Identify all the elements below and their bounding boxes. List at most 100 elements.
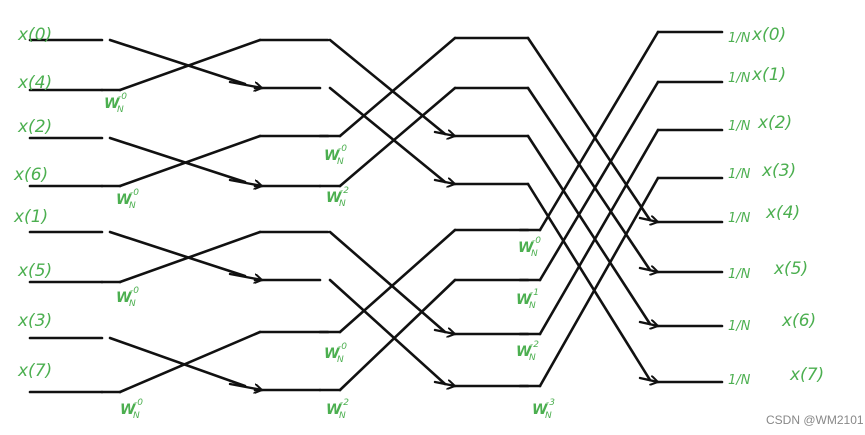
twiddle-factor: W N -3: [532, 398, 555, 421]
output-item: 1/N x(5): [728, 259, 808, 282]
output-item: 1/N x(6): [728, 311, 816, 334]
twiddle-base: W: [516, 344, 532, 360]
twiddle-exp: -0: [118, 92, 127, 102]
butterfly-wire: [538, 30, 660, 232]
twiddle-exp: -0: [338, 342, 347, 352]
twiddle-base: W: [326, 402, 342, 418]
butterfly-arrow: [638, 268, 658, 272]
twiddle-sub: N: [339, 411, 346, 421]
watermark: CSDN @WM2101: [766, 413, 864, 427]
butterfly-wire: [338, 36, 457, 138]
butterfly-arrow: [433, 180, 455, 184]
twiddle-factor: W N -0: [518, 236, 541, 259]
twiddle-factor: W N -0: [116, 286, 139, 309]
twiddle-sub: N: [129, 299, 136, 309]
twiddle-exp: -0: [338, 144, 347, 154]
twiddle-base: W: [104, 96, 120, 112]
input-label: x(0): [17, 25, 52, 45]
twiddle-sub: N: [529, 301, 536, 311]
twiddle-labels: W N -0 W N -0 W N -0 W N -0 W N -0 W N -…: [104, 92, 555, 421]
output-scale: 1/N: [728, 119, 751, 134]
input-label: x(5): [17, 261, 52, 281]
input-label: x(3): [17, 311, 52, 331]
butterfly-arrow: [638, 322, 658, 326]
butterfly-wire: [526, 86, 652, 272]
twiddle-factor: W N -1: [516, 288, 539, 311]
output-item: 1/N x(0): [728, 25, 786, 46]
input-label: x(4): [17, 73, 52, 93]
output-scale: 1/N: [728, 373, 751, 388]
output-label: x(5): [773, 259, 808, 279]
twiddle-factor: W N -0: [324, 144, 347, 167]
butterfly-wire: [338, 86, 457, 188]
output-item: 1/N x(7): [728, 365, 824, 388]
butterfly-wire: [538, 176, 660, 388]
twiddle-factor: W N -2: [516, 340, 539, 363]
butterfly-wire: [338, 278, 457, 392]
twiddle-base: W: [518, 240, 534, 256]
twiddle-base: W: [532, 402, 548, 418]
output-label: x(3): [761, 161, 796, 181]
butterfly-arrow: [638, 218, 658, 222]
butterfly-wire: [526, 36, 652, 222]
twiddle-exp: -2: [530, 340, 539, 350]
twiddle-base: W: [116, 192, 132, 208]
butterfly-arrow: [638, 378, 658, 382]
output-label: x(1): [751, 65, 786, 85]
twiddle-exp: -2: [340, 186, 349, 196]
twiddle-base: W: [116, 290, 132, 306]
butterfly-wire: [118, 134, 262, 188]
twiddle-base: W: [324, 148, 340, 164]
butterfly-wire: [118, 330, 262, 394]
input-labels: x(0) x(4) x(2) x(6) x(1) x(5) x(3) x(7): [13, 25, 52, 381]
butterfly-wire: [328, 278, 447, 386]
output-label: x(4): [765, 203, 800, 223]
twiddle-factor: W N -0: [104, 92, 127, 115]
output-item: 1/N x(1): [728, 65, 786, 86]
butterfly-arrow: [433, 330, 455, 334]
twiddle-sub: N: [337, 355, 344, 365]
twiddle-sub: N: [117, 105, 124, 115]
twiddle-base: W: [120, 402, 136, 418]
twiddle-base: W: [516, 292, 532, 308]
twiddle-sub: N: [133, 411, 140, 421]
twiddle-factor: W N -2: [326, 398, 349, 421]
twiddle-sub: N: [339, 199, 346, 209]
butterfly-wire: [338, 228, 457, 334]
twiddle-exp: -0: [134, 398, 143, 408]
butterfly-wire: [108, 230, 247, 278]
output-item: 1/N x(3): [728, 161, 796, 182]
butterfly-wire: [118, 230, 262, 284]
input-label: x(2): [17, 117, 52, 137]
butterfly-wire: [328, 86, 447, 184]
twiddle-exp: -0: [130, 188, 139, 198]
butterfly-arrow: [433, 382, 455, 386]
butterfly-wire: [108, 136, 247, 184]
twiddle-sub: N: [529, 353, 536, 363]
butterfly-wire: [328, 38, 447, 136]
butterfly-wire: [118, 38, 262, 92]
output-scale: 1/N: [728, 211, 751, 226]
twiddle-exp: -1: [530, 288, 539, 298]
output-scale: 1/N: [728, 71, 751, 86]
output-scale: 1/N: [728, 319, 751, 334]
butterfly-wire: [538, 128, 660, 336]
butterfly-wires: [28, 30, 724, 394]
butterfly-arrow: [433, 132, 455, 136]
twiddle-sub: N: [129, 201, 136, 211]
butterfly-wire: [526, 182, 652, 382]
twiddle-factor: W N -0: [116, 188, 139, 211]
twiddle-sub: N: [337, 157, 344, 167]
twiddle-exp: -0: [130, 286, 139, 296]
input-label: x(1): [13, 207, 48, 227]
twiddle-exp: -3: [546, 398, 555, 408]
output-scale: 1/N: [728, 31, 751, 46]
output-scale: 1/N: [728, 167, 751, 182]
butterfly-wire: [526, 134, 652, 326]
twiddle-factor: W N -2: [326, 186, 349, 209]
twiddle-exp: -0: [532, 236, 541, 246]
output-item: 1/N x(4): [728, 203, 800, 226]
twiddle-sub: N: [531, 249, 538, 259]
output-label: x(6): [781, 311, 816, 331]
